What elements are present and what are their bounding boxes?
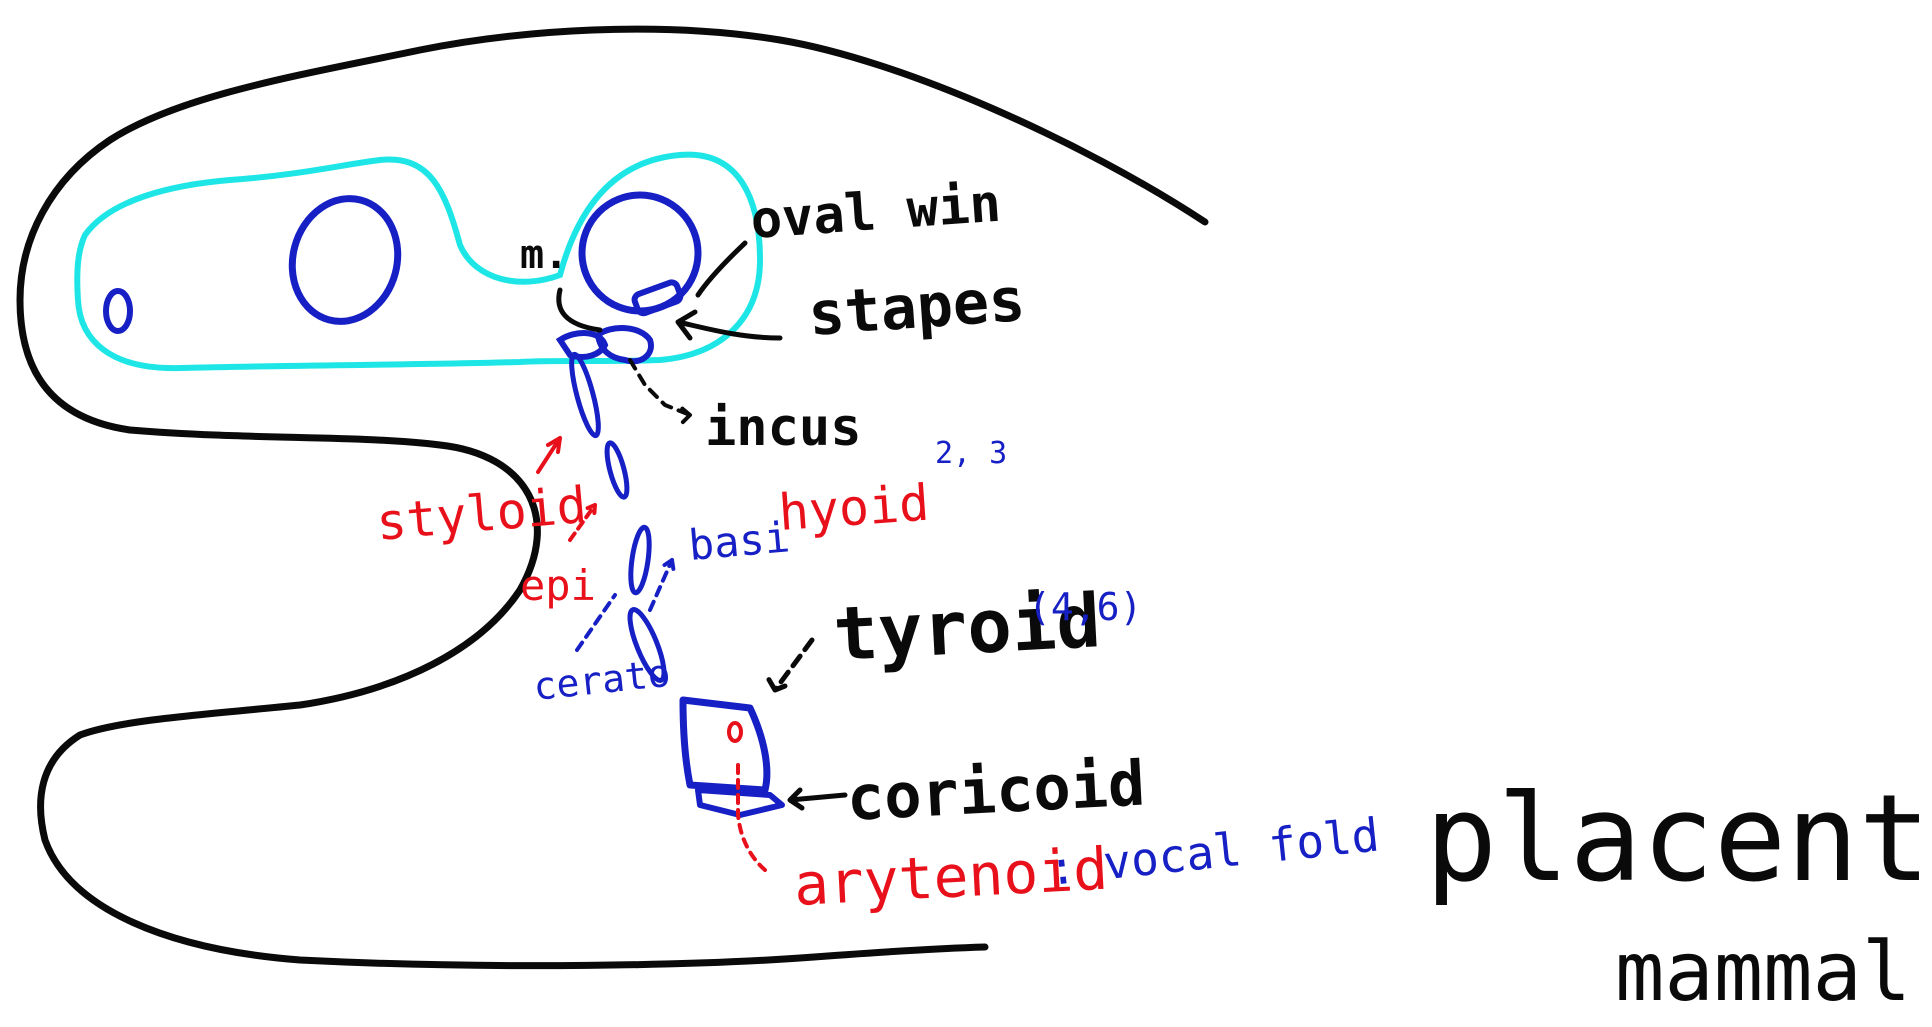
tympanic-cavity-outline <box>74 151 764 372</box>
label-oval-window: oval win <box>749 174 1003 251</box>
arytenoid-mark <box>727 721 743 743</box>
arytenoid-leader <box>736 763 767 872</box>
label-stapes: stapes <box>806 265 1027 350</box>
label-epi: epi <box>520 561 596 610</box>
malleus-hook <box>556 287 603 333</box>
label-cricoid: coricoid <box>845 746 1147 835</box>
cricoid-leader <box>787 787 848 811</box>
basi-arrow <box>648 558 676 612</box>
incus-bone <box>594 325 654 365</box>
label-arch-numbers: 2, 3 <box>935 436 1007 471</box>
small-foramen <box>103 288 133 334</box>
thyroid-cartilage <box>679 696 771 794</box>
label-arytenoid: arytenoid <box>792 835 1109 919</box>
styloid-arrow <box>536 436 562 474</box>
label-hyoid: hyoid <box>777 474 931 542</box>
stylohyoid-ligament <box>604 440 630 500</box>
label-basi: basi <box>687 512 792 570</box>
label-thyroid: tyroid <box>831 578 1102 678</box>
cerato-leader <box>575 593 617 652</box>
incus-leader <box>628 358 692 427</box>
label-m: m. <box>520 232 568 278</box>
stapes-bone <box>631 279 684 317</box>
stylohyoid-segment <box>569 351 601 439</box>
title-line-2: mammal <box>1615 925 1911 1020</box>
label-cerato: cerato <box>531 651 672 709</box>
label-thyroid-arch: (4,6) <box>1028 585 1142 629</box>
round-window <box>288 195 402 325</box>
head-outline <box>16 25 1209 970</box>
label-incus: incus <box>705 398 862 458</box>
ceratohyal-segment <box>627 607 667 683</box>
label-styloid: styloid <box>374 476 589 552</box>
oval-window-leader <box>695 240 748 298</box>
cricoid-cartilage <box>695 787 785 818</box>
stapes-leader <box>675 309 783 341</box>
thyroid-leader <box>765 637 815 693</box>
epihyal-segment <box>628 524 652 596</box>
title-line-1: placent <box>1425 770 1931 909</box>
epi-arrow <box>568 503 597 542</box>
